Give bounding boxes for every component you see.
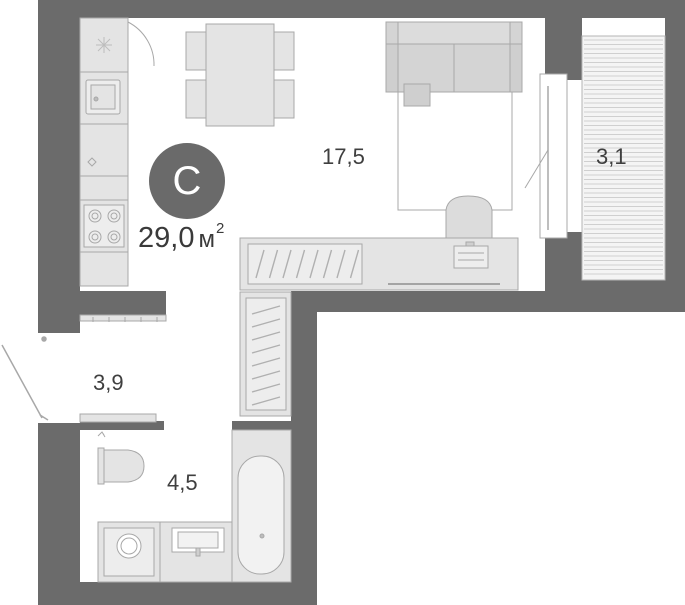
wall-living-right-lower (545, 238, 567, 293)
hanger (349, 249, 360, 279)
hall-shoe-rack (79, 314, 167, 322)
wall-bath-top (80, 421, 164, 430)
room-area-hallway: 3,9 (93, 370, 124, 395)
total-area-value: 29,0 (138, 222, 195, 254)
desk-area (239, 195, 519, 291)
total-area-power: 2 (215, 220, 225, 238)
wall-balcony-right (665, 18, 685, 292)
wall-top (38, 0, 685, 18)
walls (38, 0, 685, 605)
balcony (524, 35, 666, 281)
hanger (322, 249, 333, 279)
hanger (255, 249, 265, 279)
sofa-bed (385, 21, 523, 211)
bathroom-fixtures (79, 413, 292, 583)
apartment-type-badge: С (149, 143, 225, 219)
desk-monitor-icon (453, 245, 489, 269)
kitchen (79, 17, 129, 287)
desk-chair (445, 195, 493, 241)
hanger (309, 249, 319, 279)
chair (271, 79, 295, 119)
room-area-living: 17,5 (322, 144, 365, 169)
hanger (336, 249, 346, 279)
wall-balcony-left (567, 18, 582, 80)
hanger (251, 370, 281, 380)
balcony-door-swing (524, 149, 549, 189)
towel-rail (79, 413, 157, 423)
hanger (282, 249, 292, 279)
wall-balcony-bottom (582, 280, 685, 292)
wall-balcony-left-low (567, 232, 582, 293)
room-area-balcony: 3,1 (596, 144, 627, 169)
wardrobe-hangers (251, 305, 281, 406)
hall-wardrobe (239, 291, 292, 417)
dining-table (205, 23, 275, 127)
wall-bottom (38, 582, 317, 605)
wall-left-lower (38, 423, 80, 605)
wall-right-bath (291, 291, 317, 605)
hanger (251, 318, 281, 328)
chair (271, 31, 295, 71)
bidet-shower-icon (97, 431, 106, 438)
hanger (251, 331, 281, 341)
hanger (251, 383, 281, 393)
wall-hall-partition (80, 291, 166, 315)
fridge-icon (96, 37, 112, 53)
hanger (251, 396, 281, 406)
wall-living-right-upper (545, 18, 567, 74)
balcony-floor (581, 35, 666, 281)
toilet-tank (97, 447, 105, 485)
apartment-type-letter: С (172, 158, 202, 203)
balcony-railing-lines (584, 39, 663, 275)
wall-bath-top-right (232, 421, 291, 430)
dining-set (185, 23, 295, 127)
entrance-door (1, 336, 49, 421)
pillow (403, 83, 431, 107)
wall-mid-horizontal (291, 291, 685, 312)
total-area-unit: м (198, 226, 215, 253)
toilet-icon (103, 449, 145, 483)
hanger (251, 357, 281, 367)
hanger (268, 249, 279, 279)
room-area-bathroom: 4,5 (167, 470, 198, 495)
chair (185, 31, 209, 71)
wall-left-upper (38, 0, 80, 333)
hanger (295, 249, 306, 279)
chair (185, 79, 209, 119)
hanger (251, 305, 281, 315)
kitchen-door (127, 21, 155, 70)
bed-mattress (397, 91, 513, 211)
hob-knob-icon (87, 157, 97, 167)
wardrobe-hangers (255, 249, 360, 279)
hanger (251, 344, 281, 354)
